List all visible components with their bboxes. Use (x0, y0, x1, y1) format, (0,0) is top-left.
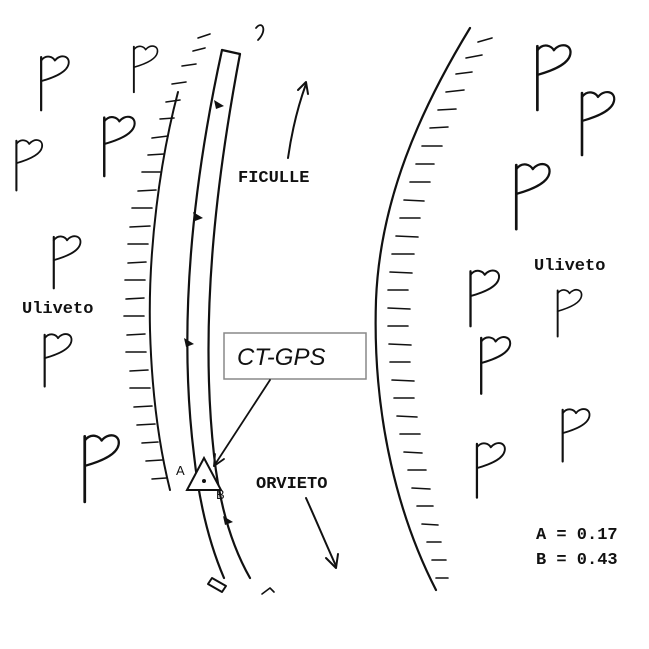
flag-tree-icon (514, 162, 552, 231)
flag-tree-icon (132, 45, 159, 94)
label-uliveto-left: Uliveto (22, 300, 93, 319)
station-label: CT-GPS (237, 344, 325, 371)
callout-leader (213, 379, 271, 467)
flag-tree-icon (103, 115, 136, 178)
arrow-up-icon (287, 81, 309, 159)
flag-tree-icon (556, 288, 583, 338)
legend-a: A = 0.17 (536, 526, 618, 545)
flag-tree-icon (15, 139, 44, 192)
callout-arrowhead (213, 453, 225, 467)
flag-tree-icon (561, 407, 591, 463)
flag-tree-icon (40, 55, 70, 112)
olive-trees-left (15, 45, 159, 504)
legend-b: B = 0.43 (536, 551, 618, 570)
label-orvieto: ORVIETO (256, 475, 327, 494)
flag-tree-icon (480, 335, 512, 395)
flag-tree-icon (52, 235, 82, 290)
station-point-a: A (176, 463, 185, 478)
road-end-mark (261, 587, 275, 595)
flag-tree-icon (83, 433, 121, 504)
label-uliveto-right: Uliveto (534, 257, 605, 276)
left-embankment (123, 33, 211, 491)
station-point-b: B (216, 487, 225, 502)
flag-tree-icon (580, 90, 616, 157)
flag-tree-icon (43, 332, 73, 388)
triangle-marker-icon (185, 455, 223, 491)
road (184, 24, 265, 593)
flag-tree-icon (535, 43, 572, 112)
callout-box (223, 332, 367, 380)
flag-tree-icon (475, 441, 507, 499)
right-embankment (374, 26, 493, 592)
arrow-down-icon (305, 497, 339, 569)
station-callout: CT-GPS (213, 332, 367, 467)
label-ficulle: FICULLE (238, 169, 309, 188)
flag-tree-icon (469, 269, 501, 328)
